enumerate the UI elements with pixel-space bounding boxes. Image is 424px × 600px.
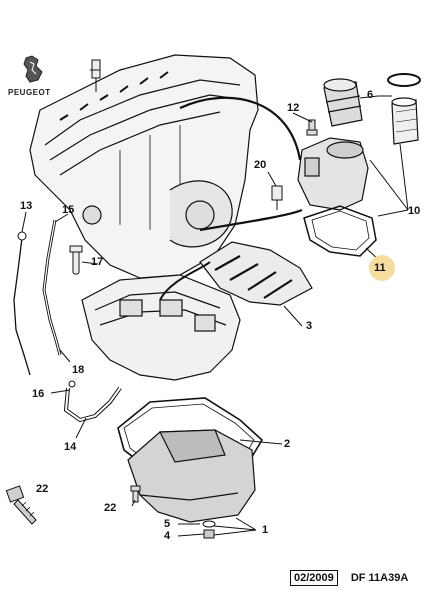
brand-name: PEUGEOT (8, 88, 51, 97)
callout-arc-lower (199, 208, 303, 232)
callout-4[interactable]: 4 (164, 530, 171, 542)
callout-20[interactable]: 20 (254, 159, 267, 171)
oil-baffle (199, 241, 313, 306)
oil-filter-housing (297, 137, 369, 211)
callout-arc-crank (159, 261, 211, 301)
callout-17[interactable]: 17 (91, 256, 104, 268)
engine-block (29, 54, 259, 279)
dipstick (13, 237, 31, 376)
callout-2[interactable]: 2 (284, 438, 291, 450)
oil-pressure-sensor (271, 185, 283, 210)
temperature-sensor (91, 59, 101, 92)
oil-level-sensor (69, 245, 83, 275)
highlight-marker (369, 255, 395, 281)
filter-housing-gasket (303, 205, 377, 257)
drain-plug (202, 520, 216, 539)
crankcase-ladder (81, 274, 241, 381)
callout-16[interactable]: 16 (32, 388, 45, 400)
document-reference: 02/2009 DF 11A39A (290, 570, 409, 586)
leader-lines (21, 69, 409, 537)
oil-filter-element (391, 97, 419, 145)
o-ring (387, 73, 421, 87)
callout-14[interactable]: 14 (64, 441, 77, 453)
callout-3[interactable]: 3 (306, 320, 313, 332)
dipstick-tube (42, 219, 62, 356)
sump-bolt (130, 485, 141, 503)
filter-housing-bolt (306, 119, 318, 136)
callout-5[interactable]: 5 (164, 518, 171, 530)
callout-10[interactable]: 10 (408, 205, 421, 217)
callout-15[interactable]: 15 (62, 204, 75, 216)
revision-date: 02/2009 (290, 570, 338, 586)
callout-22[interactable]: 22 (104, 502, 117, 514)
diagram-code: DF 11A39A (350, 572, 409, 584)
callout-22-inset[interactable]: 22 (36, 483, 49, 495)
callout-1[interactable]: 1 (262, 524, 269, 536)
callout-12[interactable]: 12 (287, 102, 300, 114)
callout-13[interactable]: 13 (20, 200, 33, 212)
peugeot-lion-icon (23, 55, 43, 83)
callout-18[interactable]: 18 (72, 364, 85, 376)
oil-sump (127, 429, 256, 523)
callout-11[interactable]: 11 (374, 262, 386, 274)
oil-filter-cap (323, 78, 363, 127)
callout-arc-upper (179, 96, 302, 161)
callout-6[interactable]: 6 (367, 89, 374, 101)
bolt-detail-inset (5, 485, 37, 525)
